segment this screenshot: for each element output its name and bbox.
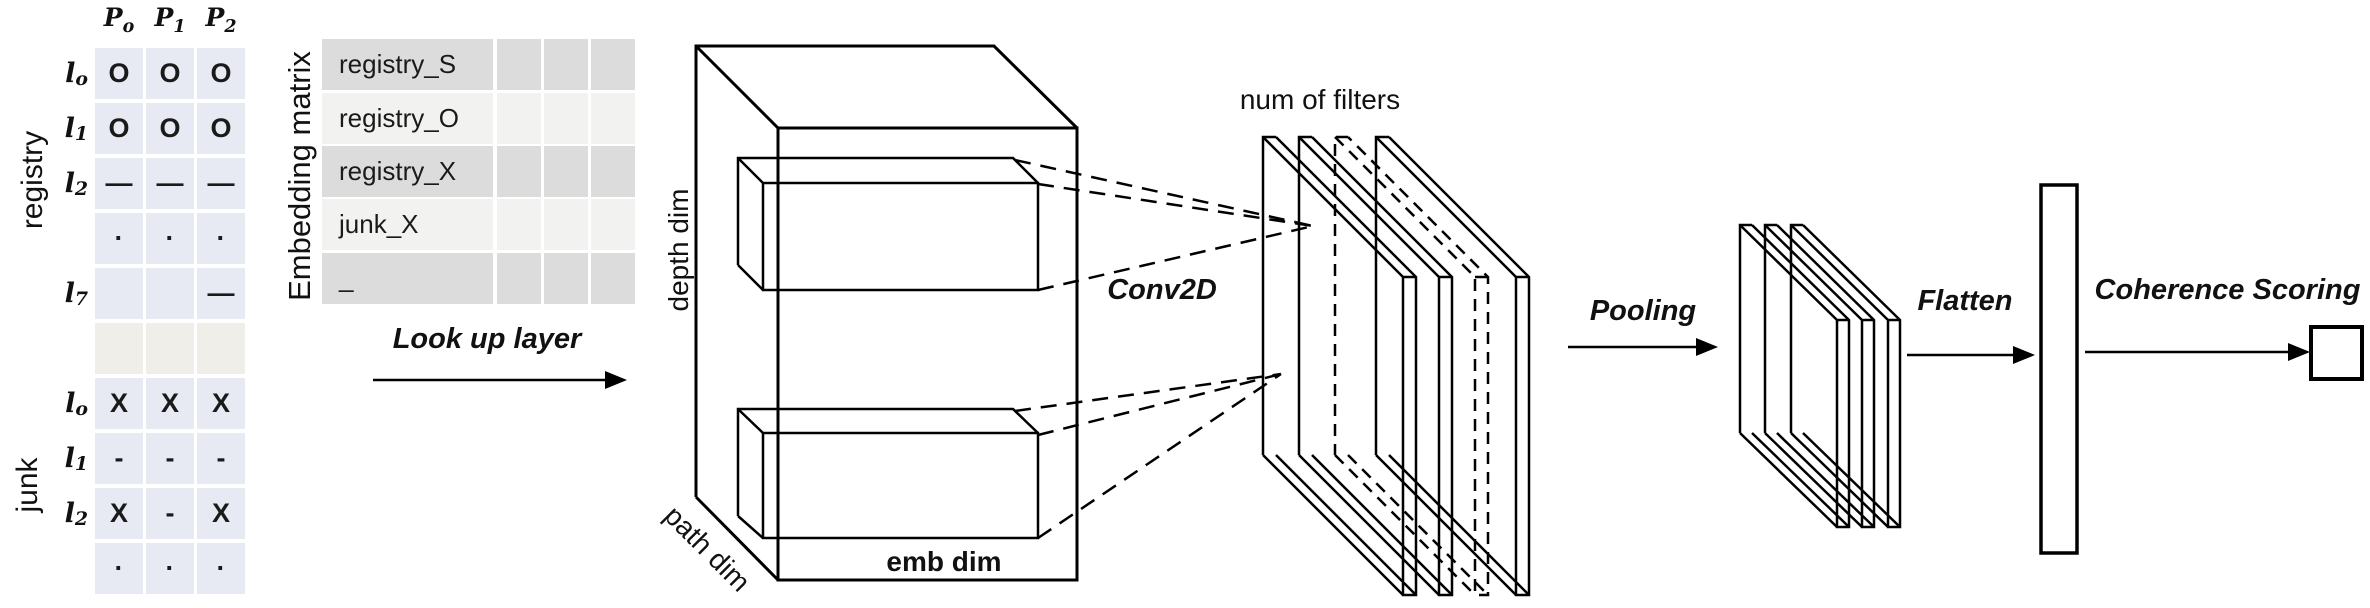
- table-cell: O: [146, 48, 194, 99]
- coherence-scoring-label: Coherence Scoring: [2094, 274, 2361, 306]
- embedding-cell: [544, 39, 588, 90]
- col-header-p1: P1: [154, 3, 186, 37]
- pooled-map-1: [1738, 223, 1851, 529]
- feature-map-1: [1261, 135, 1418, 597]
- num-of-filters-label: num of filters: [1239, 84, 1401, 115]
- table-cell: O: [95, 48, 143, 99]
- embedding-cell: [544, 199, 588, 250]
- table-cell: —: [146, 158, 194, 209]
- score-output-square: [2309, 325, 2364, 381]
- junk-group-label: junk: [11, 457, 44, 513]
- flattened-vector: [2039, 183, 2079, 555]
- embedding-cell: [544, 146, 588, 197]
- embedding-cell: [497, 93, 541, 144]
- embedding-row-label: registry_X: [322, 146, 493, 197]
- table-cell: ·: [197, 213, 245, 264]
- table-cell: X: [197, 378, 245, 429]
- embedding-cell: [497, 199, 541, 250]
- pooling-arrowhead: [1696, 338, 1718, 356]
- separator-cell: [95, 323, 143, 374]
- table-cell: -: [146, 488, 194, 539]
- lookup-layer-label: Look up layer: [392, 323, 582, 355]
- lookup-arrowhead: [605, 371, 627, 389]
- embedding-cell: [591, 39, 635, 90]
- embedding-cell: [497, 253, 541, 304]
- table-cell: ·: [95, 213, 143, 264]
- conv-filter-window-bottom: [736, 407, 1040, 540]
- table-cell: O: [95, 103, 143, 154]
- registry-group-label: registry: [16, 130, 49, 230]
- table-cell: —: [197, 268, 245, 319]
- col-header-p0: Po: [103, 3, 135, 37]
- table-cell: O: [146, 103, 194, 154]
- separator-cell: [197, 323, 245, 374]
- embedding-row-label: registry_O: [322, 93, 493, 144]
- embedding-cell: [591, 146, 635, 197]
- table-cell: O: [197, 103, 245, 154]
- feature-map-3-dashed: [1333, 135, 1490, 597]
- table-cell: -: [146, 433, 194, 484]
- table-cell: ·: [95, 543, 143, 594]
- embedding-cell: [544, 253, 588, 304]
- feature-map-2: [1297, 135, 1454, 597]
- table-cell: —: [95, 158, 143, 209]
- table-cell: ·: [146, 213, 194, 264]
- flatten-arrowhead: [2013, 346, 2035, 364]
- table-cell: ·: [146, 543, 194, 594]
- depth-dim-label: depth dim: [663, 188, 694, 312]
- conv-projection-lines-top: [1014, 158, 1314, 292]
- feature-map-4: [1374, 135, 1531, 597]
- embedding-cell: [591, 253, 635, 304]
- input-tensor-cuboid: [694, 44, 1079, 582]
- table-cell: [146, 268, 194, 319]
- table-cell: —: [197, 158, 245, 209]
- embedding-cell: [591, 199, 635, 250]
- table-cell: X: [95, 488, 143, 539]
- embedding-cell: [591, 93, 635, 144]
- embedding-row-label: _: [322, 253, 493, 304]
- table-cell: [95, 268, 143, 319]
- conv-filter-window-top: [736, 156, 1040, 292]
- table-cell: X: [95, 378, 143, 429]
- scoring-arrowhead: [2288, 343, 2310, 361]
- embedding-cell: [544, 93, 588, 144]
- embedding-cell: [497, 39, 541, 90]
- embedding-matrix-title: Embedding matrix: [282, 51, 317, 301]
- table-cell: ·: [197, 543, 245, 594]
- conv2d-label: Conv2D: [1107, 274, 1217, 306]
- separator-cell: [146, 323, 194, 374]
- table-cell: -: [197, 433, 245, 484]
- emb-dim-label: emb dim: [886, 546, 1002, 577]
- pooled-map-3: [1789, 223, 1902, 529]
- table-cell: X: [146, 378, 194, 429]
- table-cell: -: [95, 433, 143, 484]
- table-cell: X: [197, 488, 245, 539]
- embedding-cell: [497, 146, 541, 197]
- pooling-label: Pooling: [1589, 295, 1697, 327]
- table-cell: O: [197, 48, 245, 99]
- conv-projection-lines-bottom: [1014, 372, 1282, 540]
- pooled-map-2: [1763, 223, 1876, 529]
- flatten-label: Flatten: [1917, 285, 2013, 317]
- col-header-p2: P2: [205, 3, 237, 37]
- embedding-row-label: junk_X: [322, 199, 493, 250]
- embedding-row-label: registry_S: [322, 39, 493, 90]
